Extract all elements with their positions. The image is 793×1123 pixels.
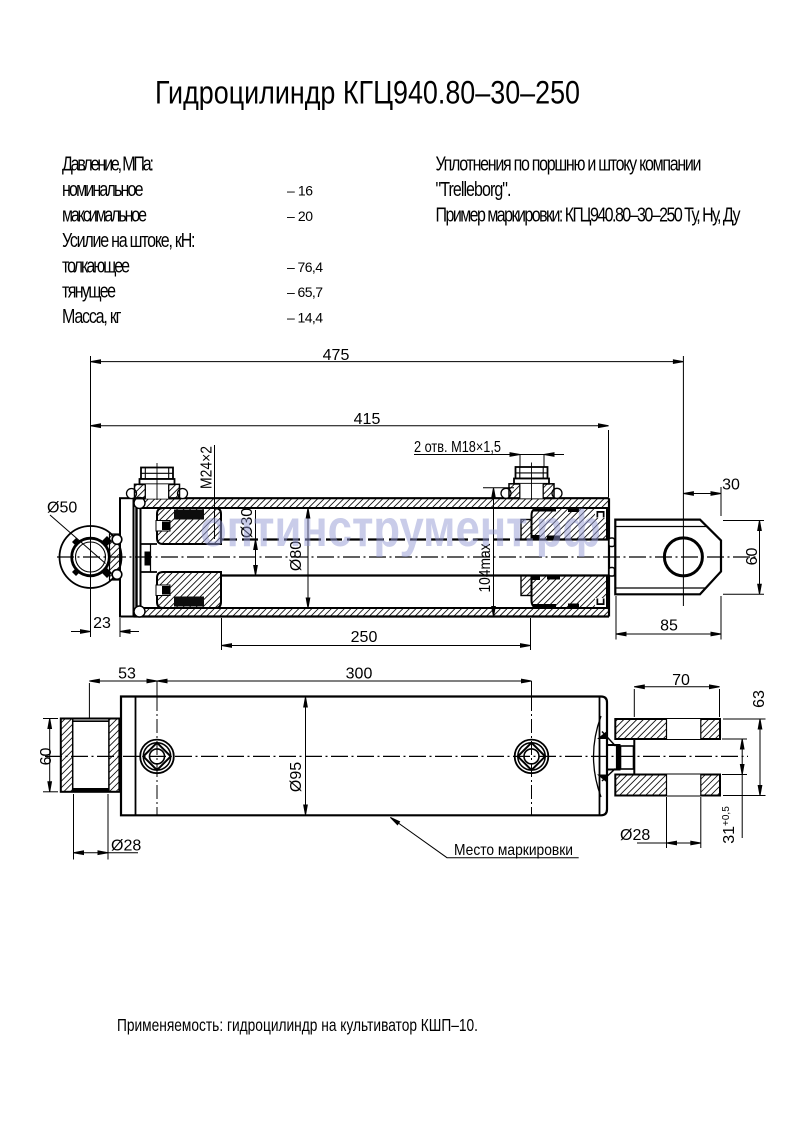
svg-text:М24×2: М24×2: [199, 446, 216, 489]
svg-text:Масса, кг: Масса, кг: [62, 305, 122, 327]
svg-text:60: 60: [38, 748, 55, 766]
svg-text:"Trelleborg".: "Trelleborg".: [436, 178, 512, 200]
svg-text:415: 415: [354, 411, 381, 428]
svg-text:номинальное: номинальное: [62, 178, 144, 200]
svg-text:Гидроцилиндр КГЦ940.80–30–250: Гидроцилиндр КГЦ940.80–30–250: [155, 75, 580, 111]
svg-text:Уплотнения по поршню и штоку к: Уплотнения по поршню и штоку компании: [436, 153, 702, 175]
svg-text:Ø50: Ø50: [47, 500, 77, 517]
svg-text:тянущее: тянущее: [62, 280, 116, 302]
svg-text:475: 475: [323, 347, 350, 364]
svg-text:максимальное: максимальное: [62, 204, 147, 226]
svg-text:Усилие на штоке, кН:: Усилие на штоке, кН:: [62, 229, 196, 251]
svg-text:104max: 104max: [477, 544, 494, 593]
svg-text:– 76,4: – 76,4: [287, 259, 323, 275]
svg-text:63: 63: [751, 690, 768, 708]
svg-text:Ø28: Ø28: [111, 838, 141, 855]
svg-text:Ø80: Ø80: [288, 541, 305, 571]
svg-text:Пример маркировки: КГЦ940.80–3: Пример маркировки: КГЦ940.80–30–250 Ту, …: [436, 204, 742, 226]
svg-text:23: 23: [93, 615, 111, 632]
svg-text:250: 250: [351, 629, 378, 646]
svg-text:Давление, МПа:: Давление, МПа:: [62, 153, 154, 175]
svg-text:Ø95: Ø95: [288, 762, 305, 792]
svg-text:53: 53: [118, 666, 136, 683]
svg-text:Применяемость: гидроцилиндр на: Применяемость: гидроцилиндр на культиват…: [117, 1015, 478, 1036]
svg-text:300: 300: [346, 666, 373, 683]
svg-text:2 отв. М18×1,5: 2 отв. М18×1,5: [414, 439, 501, 456]
svg-text:60: 60: [744, 548, 761, 566]
svg-text:Место маркировки: Место маркировки: [454, 842, 573, 859]
svg-text:– 65,7: – 65,7: [287, 284, 323, 300]
svg-text:Ø30: Ø30: [239, 508, 256, 538]
svg-text:– 16: – 16: [287, 183, 313, 199]
svg-text:Ø28: Ø28: [620, 827, 650, 844]
svg-text:70: 70: [672, 672, 690, 689]
svg-text:– 20: – 20: [287, 208, 313, 224]
svg-text:оптинструмент.рф: оптинструмент.рф: [200, 501, 601, 558]
svg-text:85: 85: [660, 618, 678, 635]
svg-text:30: 30: [722, 477, 740, 494]
svg-text:– 14,4: – 14,4: [287, 310, 323, 326]
svg-text:толкающее: толкающее: [62, 255, 130, 277]
